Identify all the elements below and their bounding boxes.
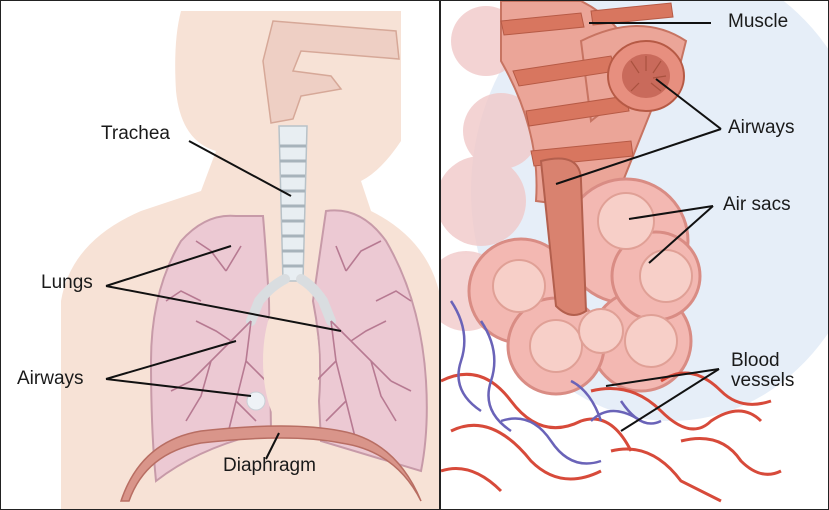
lungs-label: Lungs — [41, 273, 93, 293]
respiratory-system-panel: Trachea Lungs Airways Diaphragm — [0, 0, 440, 510]
diaphragm-label: Diaphragm — [223, 456, 316, 476]
mediastinum — [263, 291, 319, 431]
air-sacs-illustration — [441, 1, 829, 510]
airways-label-right: Airways — [728, 118, 795, 138]
blood-vessels-label-line2: vessels — [731, 371, 794, 391]
blood-vessels-label-line1: Blood — [731, 351, 794, 371]
blood-vessels-label: Blood vessels — [731, 351, 794, 391]
trachea-shape — [279, 126, 307, 281]
respiratory-system-illustration — [1, 1, 440, 510]
airways-label: Airways — [17, 369, 84, 389]
trachea-label: Trachea — [101, 124, 170, 144]
airway-highlight — [247, 392, 265, 410]
muscle-label: Muscle — [728, 12, 788, 32]
air-sacs-panel: Muscle Airways Air sacs Blood vessels — [440, 0, 829, 510]
air-sacs-label: Air sacs — [723, 195, 791, 215]
